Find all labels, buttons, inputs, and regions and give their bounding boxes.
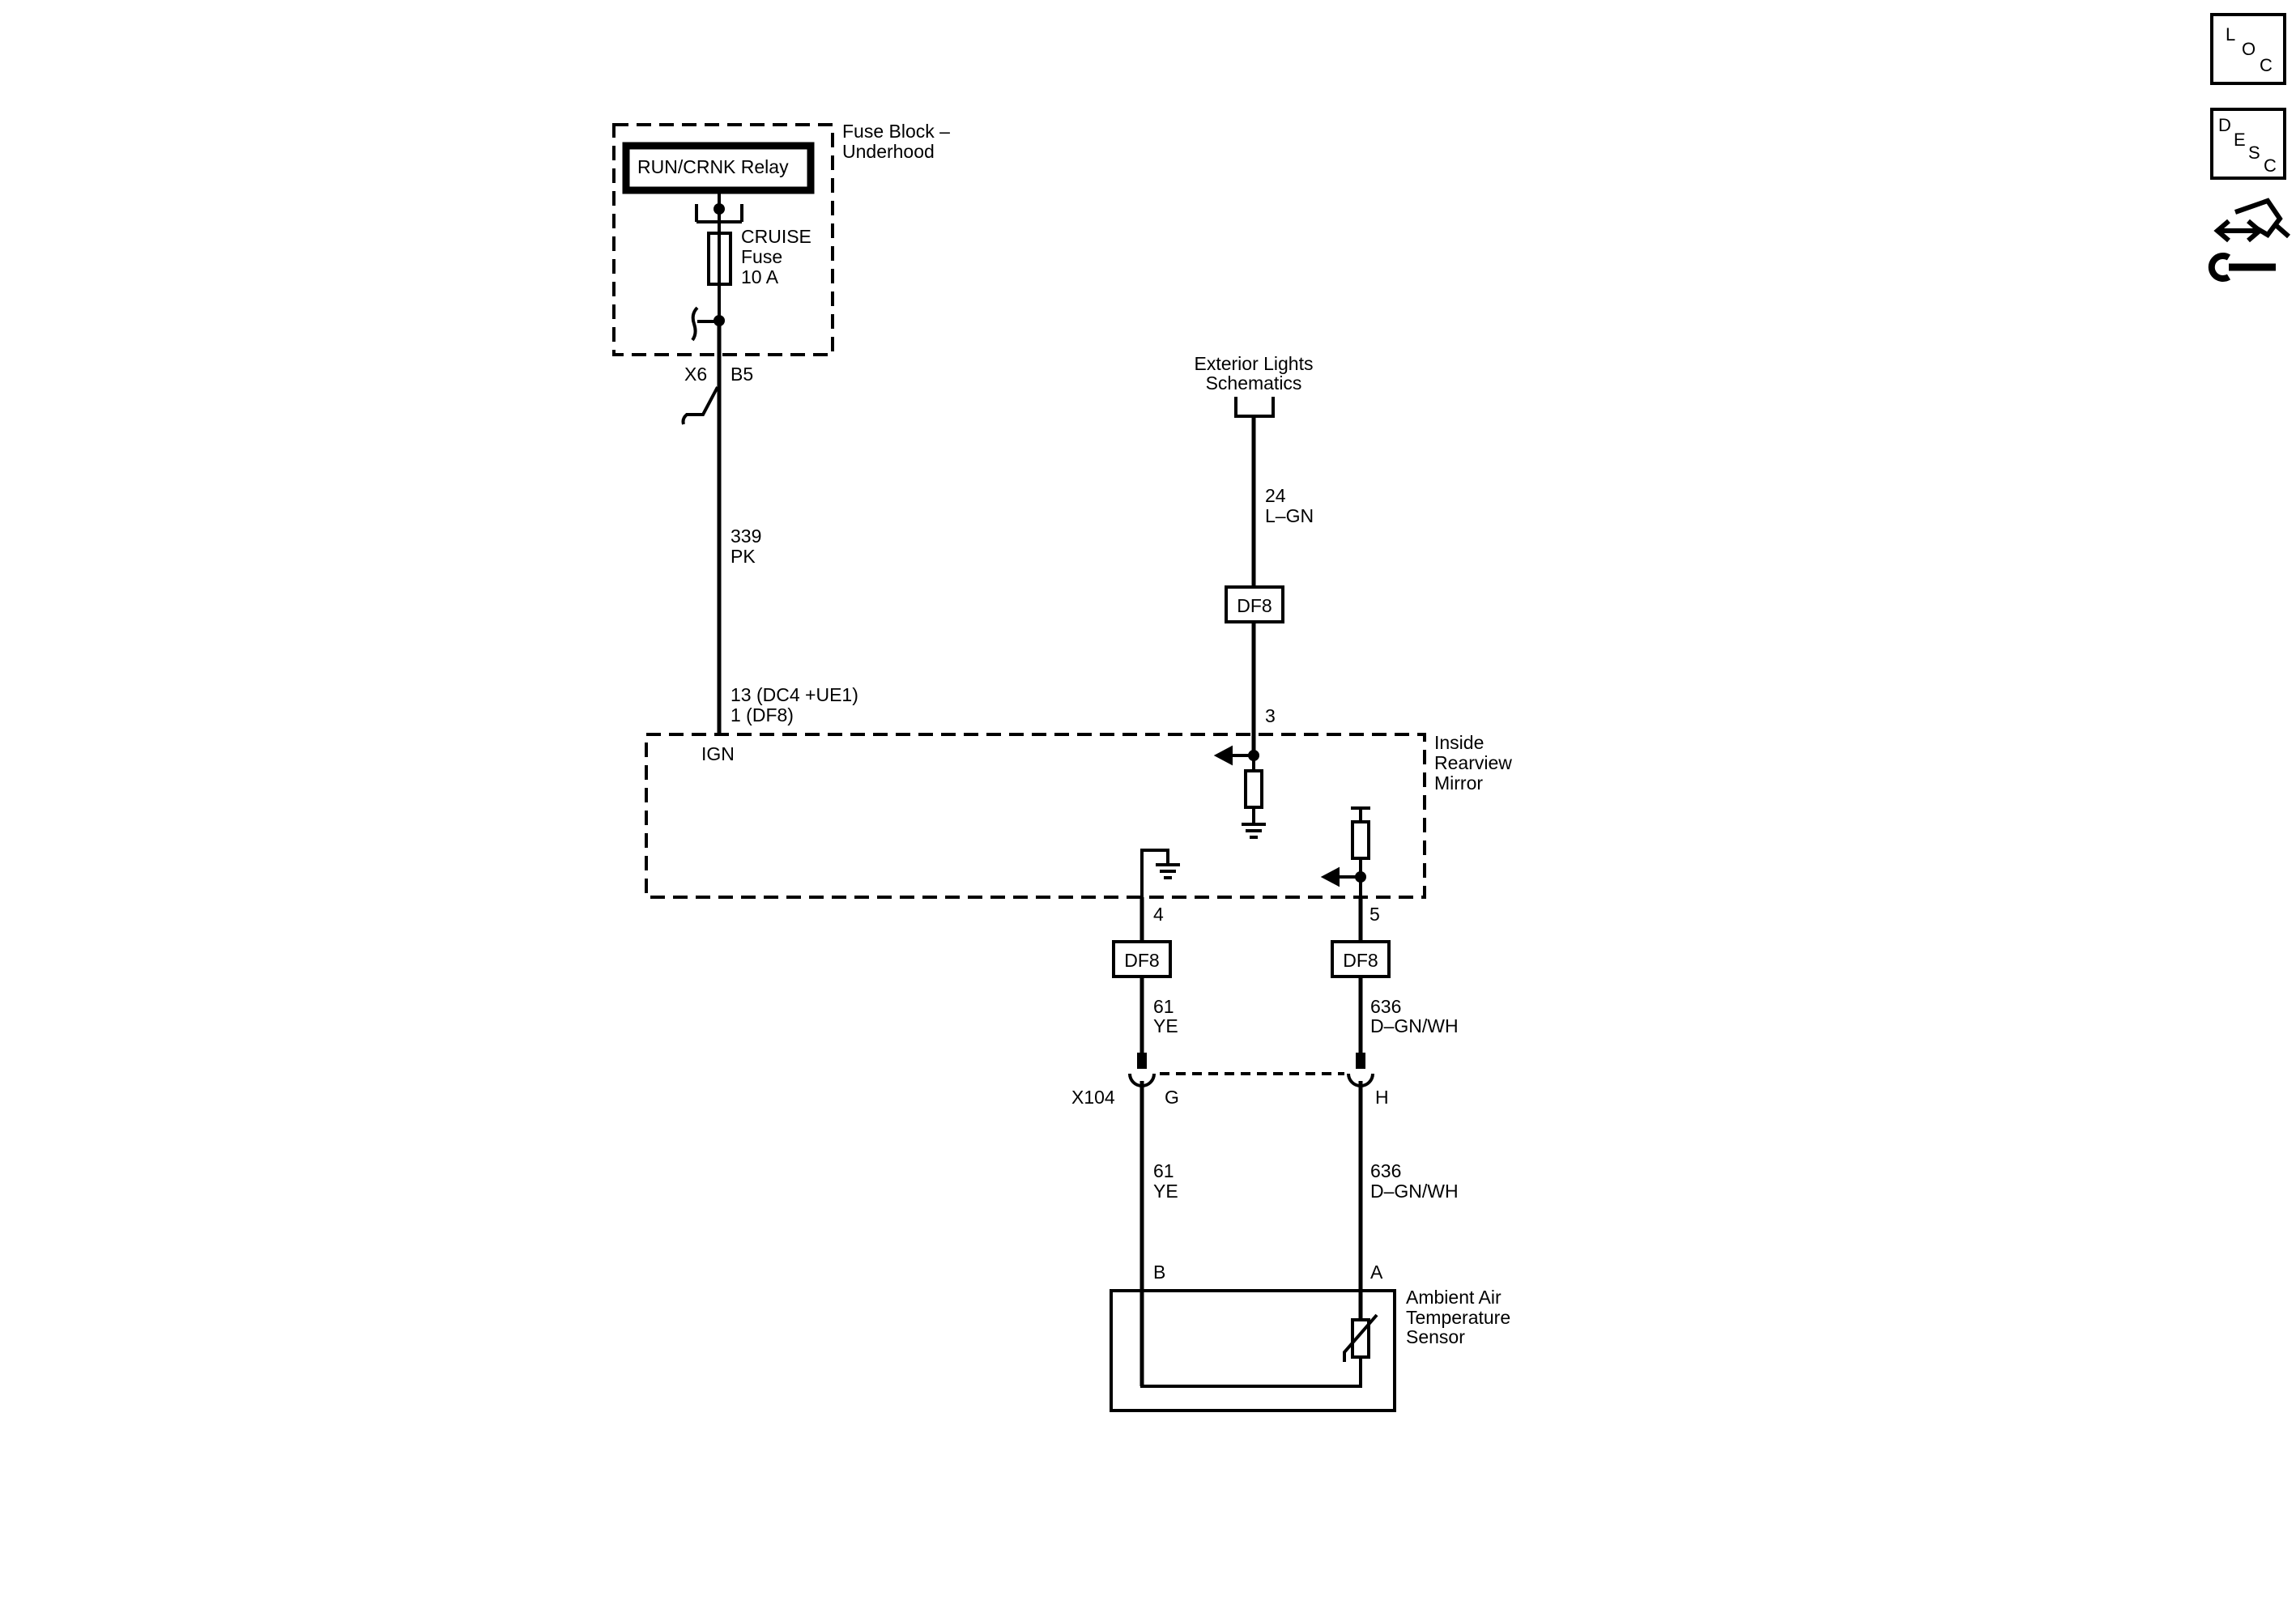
desc-e: E — [2234, 130, 2246, 150]
loc-c: C — [2260, 55, 2273, 75]
option-df8-ext-label: DF8 — [1237, 595, 1272, 616]
relay-output-terminal — [695, 190, 743, 223]
fuse-name: CRUISE — [741, 226, 811, 247]
connector-x6-label: X6 — [684, 364, 707, 385]
run-crnk-relay: RUN/CRNK Relay — [622, 142, 815, 194]
mirror-pin-ign-1: 13 (DC4 +UE1) — [731, 684, 858, 705]
desc-button[interactable]: D E S C — [2210, 108, 2286, 180]
desc-d: D — [2218, 115, 2231, 135]
mirror-title-1: Inside — [1434, 732, 1484, 753]
pin4-ground-circuit — [1140, 849, 1169, 939]
pin5-signal-circuit — [1320, 806, 1370, 939]
connector-x104-label: X104 — [1071, 1087, 1115, 1108]
inside-rearview-mirror: 13 (DC4 +UE1) 1 (DF8) IGN Inside Rearvie… — [645, 684, 1512, 939]
ext-lights-line2: Schematics — [1206, 372, 1302, 394]
desc-c: C — [2264, 155, 2277, 176]
wire-24-l-gn: 24 L–GN — [1251, 416, 1314, 753]
option-box-df8-pin4: DF8 — [1112, 940, 1172, 978]
fuse-block-title-1: Fuse Block – — [842, 121, 950, 142]
sensor-title-2: Temperature — [1406, 1307, 1510, 1328]
thermistor-icon — [1343, 1313, 1378, 1362]
connector-x104-pin-h: H — [1375, 1087, 1389, 1108]
wire-pk-color: PK — [731, 546, 756, 567]
ambient-air-temperature-sensor: B A Ambient Air Temperature Sensor — [1110, 1262, 1510, 1412]
wire-ye-color-lower: YE — [1153, 1181, 1178, 1202]
exterior-lights-reference: Exterior Lights Schematics — [1194, 353, 1314, 418]
fuse-block-underhood: Fuse Block – Underhood RUN/CRNK Relay CR… — [612, 121, 950, 356]
service-tools-icon[interactable] — [2208, 198, 2290, 282]
wire-61-ye: 61 YE 61 YE — [1139, 897, 1178, 1386]
mirror-ign-label: IGN — [701, 743, 735, 764]
connector-x6: X6 B5 — [681, 364, 753, 425]
connector-x104: X104 G H — [1071, 1053, 1389, 1108]
wire-dgnwh-color-upper: D–GN/WH — [1370, 1015, 1459, 1036]
mirror-pin-ign-2: 1 (DF8) — [731, 704, 794, 726]
loc-button[interactable]: L O C — [2210, 13, 2286, 85]
wire-636-dgn-wh: 636 D–GN/WH 636 D–GN/WH — [1358, 897, 1459, 1348]
option-df8-pin4-label: DF8 — [1124, 950, 1159, 971]
relay-label: RUN/CRNK Relay — [637, 156, 789, 177]
pin3-input-circuit — [1213, 745, 1263, 824]
wire-ye-circuit-lower: 61 — [1153, 1160, 1174, 1181]
wire-24-circuit: 24 — [1265, 485, 1286, 506]
wire-339-pk: 339 PK — [717, 321, 761, 734]
cruise-fuse: CRUISE Fuse 10 A — [707, 222, 811, 321]
sensor-title-1: Ambient Air — [1406, 1287, 1502, 1308]
loc-l: L — [2226, 24, 2235, 45]
ext-lights-line1: Exterior Lights — [1194, 353, 1313, 374]
wire-pk-circuit: 339 — [731, 526, 761, 547]
connector-x6-pin: B5 — [731, 364, 753, 385]
sensor-title-3: Sensor — [1406, 1326, 1465, 1347]
mirror-pin-4: 4 — [1153, 904, 1164, 925]
fuse-rating: 10 A — [741, 266, 779, 287]
mirror-pin-5: 5 — [1370, 904, 1380, 925]
wire-dgnwh-color-lower: D–GN/WH — [1370, 1181, 1459, 1202]
ground-icon-pin4 — [1156, 863, 1180, 879]
desc-s: S — [2248, 143, 2260, 163]
sensor-pin-b: B — [1153, 1262, 1165, 1283]
wire-ye-color-upper: YE — [1153, 1015, 1178, 1036]
loc-o: O — [2242, 39, 2256, 59]
connector-x104-pin-g: G — [1165, 1087, 1179, 1108]
mirror-title-3: Mirror — [1434, 772, 1483, 794]
option-box-df8-ext: DF8 — [1225, 585, 1284, 623]
option-df8-pin5-label: DF8 — [1343, 950, 1378, 971]
option-box-df8-pin5: DF8 — [1331, 940, 1391, 978]
mirror-pin-3: 3 — [1265, 705, 1276, 726]
wire-dgnwh-circuit-upper: 636 — [1370, 996, 1401, 1017]
wire-ye-circuit-upper: 61 — [1153, 996, 1174, 1017]
wire-dgnwh-circuit-lower: 636 — [1370, 1160, 1401, 1181]
mirror-title-2: Rearview — [1434, 752, 1512, 773]
ground-icon — [1242, 823, 1266, 839]
fuse-word: Fuse — [741, 246, 782, 267]
sensor-pin-a: A — [1370, 1262, 1383, 1283]
fuse-block-title-2: Underhood — [842, 141, 935, 162]
wire-24-color: L–GN — [1265, 505, 1314, 526]
